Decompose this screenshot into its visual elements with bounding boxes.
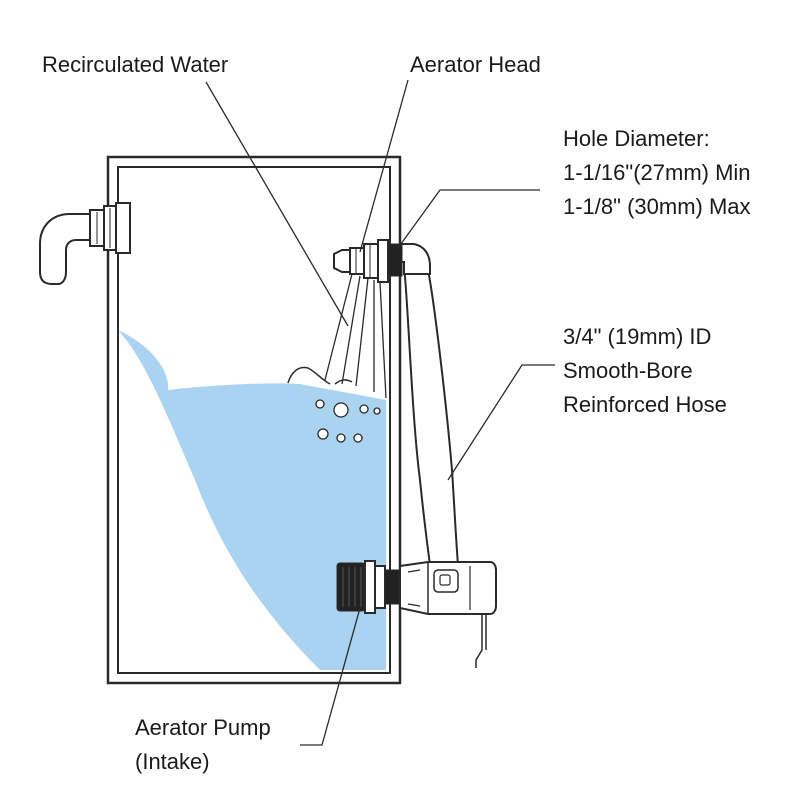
reinforced-hose (402, 264, 460, 566)
aerator-pump-assembly (336, 560, 497, 668)
label-hole-diameter: Hole Diameter: 1-1/16"(27mm) Min 1-1/8" … (563, 122, 751, 224)
leader-hose (447, 364, 555, 481)
aerator-spray-lines (324, 273, 387, 399)
label-aerator-pump: Aerator Pump (Intake) (135, 711, 271, 779)
label-hose-line2: Smooth-Bore (563, 358, 693, 383)
label-aerator-pump-line1: Aerator Pump (135, 715, 271, 740)
label-recirculated-water: Recirculated Water (42, 48, 228, 82)
label-aerator-head: Aerator Head (410, 48, 541, 82)
label-aerator-pump-line2: (Intake) (135, 749, 210, 774)
label-recirculated-water-text: Recirculated Water (42, 52, 229, 77)
aerator-head-assembly (333, 239, 403, 283)
water-bubbles (315, 399, 381, 443)
leader-recirculated-water (205, 81, 349, 327)
label-hose-line3: Reinforced Hose (563, 392, 727, 417)
label-hole-diameter-line1: Hole Diameter: (563, 126, 710, 151)
label-hole-diameter-line3: 1-1/8" (30mm) Max (563, 194, 751, 219)
tank-water (118, 330, 386, 670)
label-aerator-head-text: Aerator Head (410, 52, 541, 77)
leader-aerator-head (359, 79, 409, 253)
hose-elbow (399, 243, 431, 275)
label-hole-diameter-line2: 1-1/16"(27mm) Min (563, 160, 751, 185)
label-hose-line1: 3/4" (19mm) ID (563, 324, 712, 349)
tank-inner-wall (117, 166, 391, 674)
leader-hole-diameter (397, 189, 540, 249)
overflow-elbow-fitting (39, 202, 131, 285)
tank-outer-wall (106, 155, 402, 685)
leader-aerator-pump (300, 607, 361, 746)
leader-lines (205, 79, 555, 746)
label-hose: 3/4" (19mm) ID Smooth-Bore Reinforced Ho… (563, 320, 727, 422)
